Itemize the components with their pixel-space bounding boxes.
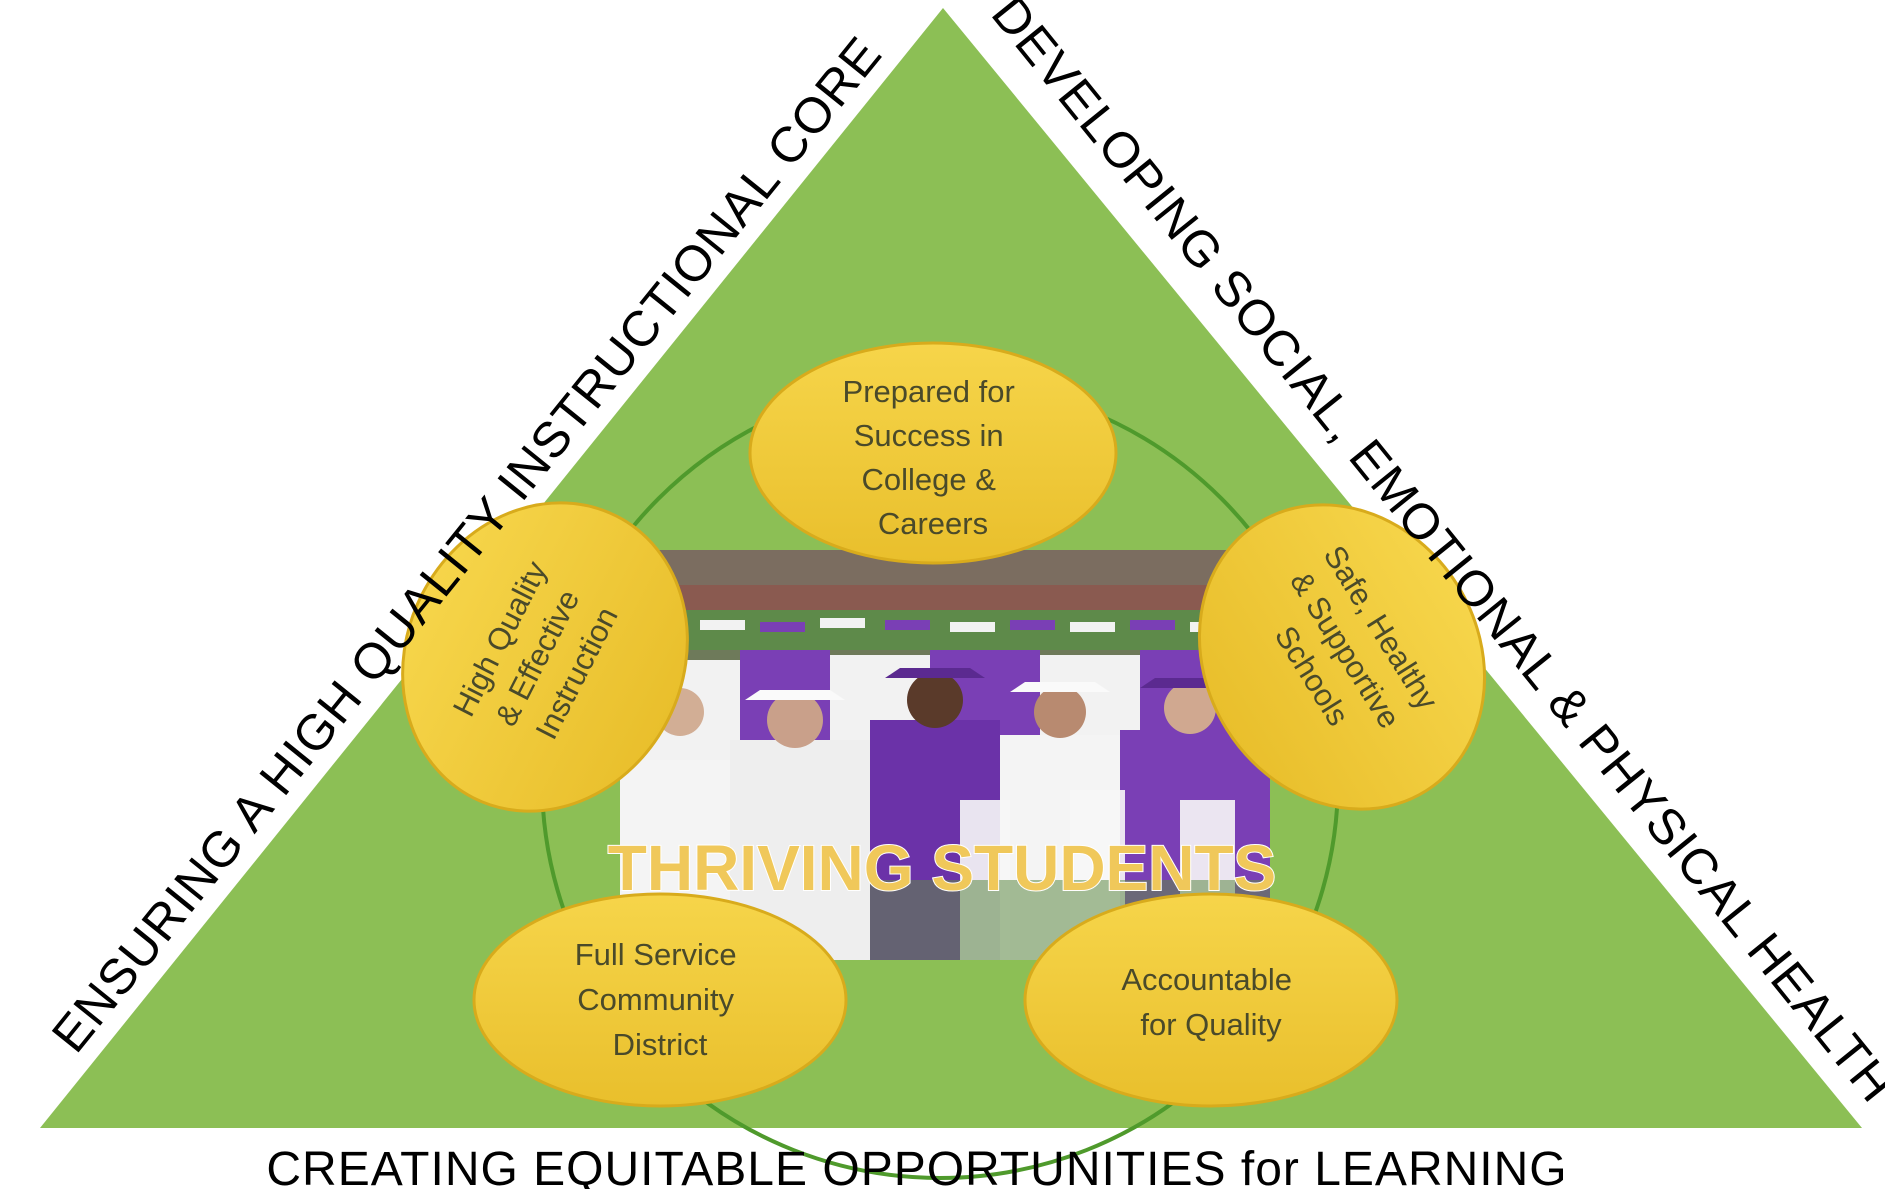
bottom-side-label: CREATING EQUITABLE OPPORTUNITIES for LEA…	[266, 1143, 1567, 1189]
oval-top-line-1: Prepared for	[843, 374, 1015, 409]
oval-bottom-right: Accountable for Quality	[1023, 892, 1399, 1108]
oval-top-line-3: College &	[861, 462, 996, 497]
oval-bottom-left: Full Service Community District	[472, 892, 848, 1108]
oval-bottom-left-line-3: District	[613, 1027, 708, 1062]
svg-text:Accountable for Quality: Accountable for Quality	[1121, 962, 1300, 1042]
oval-top-line-2: Success in	[854, 418, 1004, 453]
oval-bottom-right-line-2: for Quality	[1140, 1007, 1282, 1042]
oval-bottom-left-line-2: Community	[577, 982, 734, 1017]
oval-bottom-left-line-1: Full Service	[575, 937, 737, 972]
oval-left: High Quality & Effective Instruction	[401, 501, 689, 813]
oval-right: Safe, Healthy & Supportive Schools	[1197, 503, 1487, 811]
svg-text:Full Service Community: Full Service Community District	[575, 937, 746, 1062]
oval-bottom-right-line-1: Accountable	[1121, 962, 1292, 997]
center-label: THRIVING STUDENTS	[608, 832, 1276, 904]
oval-top: Prepared for Success in College & Career…	[748, 341, 1118, 565]
svg-text:Prepared for Success in: Prepared for Success in College & Career…	[843, 374, 1024, 541]
oval-top-line-4: Careers	[878, 506, 988, 541]
